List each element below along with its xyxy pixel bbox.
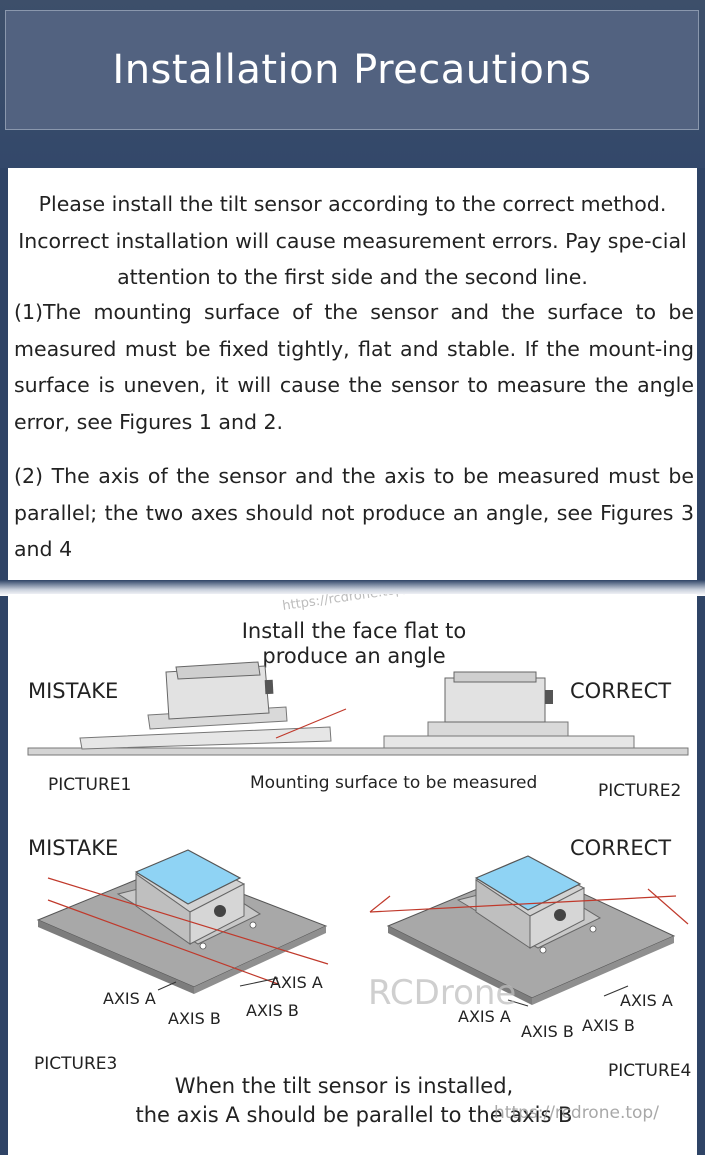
surface-label: Mounting surface to be measured (250, 773, 537, 793)
top-caption-line2: produce an angle (262, 644, 445, 668)
picture2-flat-sensor (383, 671, 635, 749)
picture2-label: PICTURE2 (598, 781, 681, 801)
picture1-label: PICTURE1 (48, 775, 131, 795)
figure-panel: RCDrone https://rcdrone.top/ Install the… (8, 594, 697, 1155)
watermark-url-upper: https://rcdrone.top/ (281, 594, 409, 614)
title-box: Installation Precautions (5, 10, 699, 130)
picture3-label: PICTURE3 (34, 1054, 117, 1074)
picture1-tilted-sensor (79, 661, 347, 750)
watermark-url-lower: https://rcdrone.top/ (494, 1103, 659, 1123)
section-divider (0, 580, 705, 596)
picture4-axis-b-right: AXIS B (582, 1016, 635, 1035)
picture3-axis-b-left: AXIS B (168, 1009, 221, 1028)
picture3-misaligned-sensor (36, 849, 329, 994)
picture4-label: PICTURE4 (608, 1061, 691, 1081)
picture3-axis-b-right: AXIS B (246, 1001, 299, 1020)
picture4-axis-b-left: AXIS B (521, 1022, 574, 1041)
page-title: Installation Precautions (112, 47, 592, 93)
picture4-aligned-sensor (369, 855, 689, 1007)
top-caption-line1: Install the face flat to (242, 619, 467, 643)
header-band: Installation Precautions (0, 0, 705, 168)
watermark-brand-lower: RCDrone (368, 973, 516, 1013)
point-1-paragraph: (1)The mounting surface of the sensor an… (14, 300, 694, 434)
figures-illustration: RCDrone https://rcdrone.top/ Install the… (27, 594, 691, 1127)
picture1-mistake-label: MISTAKE (28, 679, 118, 703)
text-panel: Please install the tilt sensor according… (8, 168, 697, 580)
picture2-correct-label: CORRECT (570, 679, 671, 703)
mounting-surface-base (27, 747, 689, 756)
bottom-caption-line2: the axis A should be parallel to the axi… (136, 1103, 573, 1127)
bottom-caption-line1: When the tilt sensor is installed, (175, 1074, 513, 1098)
picture4-axis-a-right: AXIS A (620, 991, 673, 1010)
intro-paragraph: Please install the tilt sensor according… (18, 192, 687, 289)
point-2-paragraph: (2) The axis of the sensor and the axis … (14, 464, 694, 561)
picture3-axis-a-left: AXIS A (103, 989, 156, 1008)
picture3-mistake-label: MISTAKE (28, 836, 118, 860)
picture4-axis-a-left: AXIS A (458, 1007, 511, 1026)
picture4-correct-label: CORRECT (570, 836, 671, 860)
picture3-axis-a-right: AXIS A (270, 973, 323, 992)
